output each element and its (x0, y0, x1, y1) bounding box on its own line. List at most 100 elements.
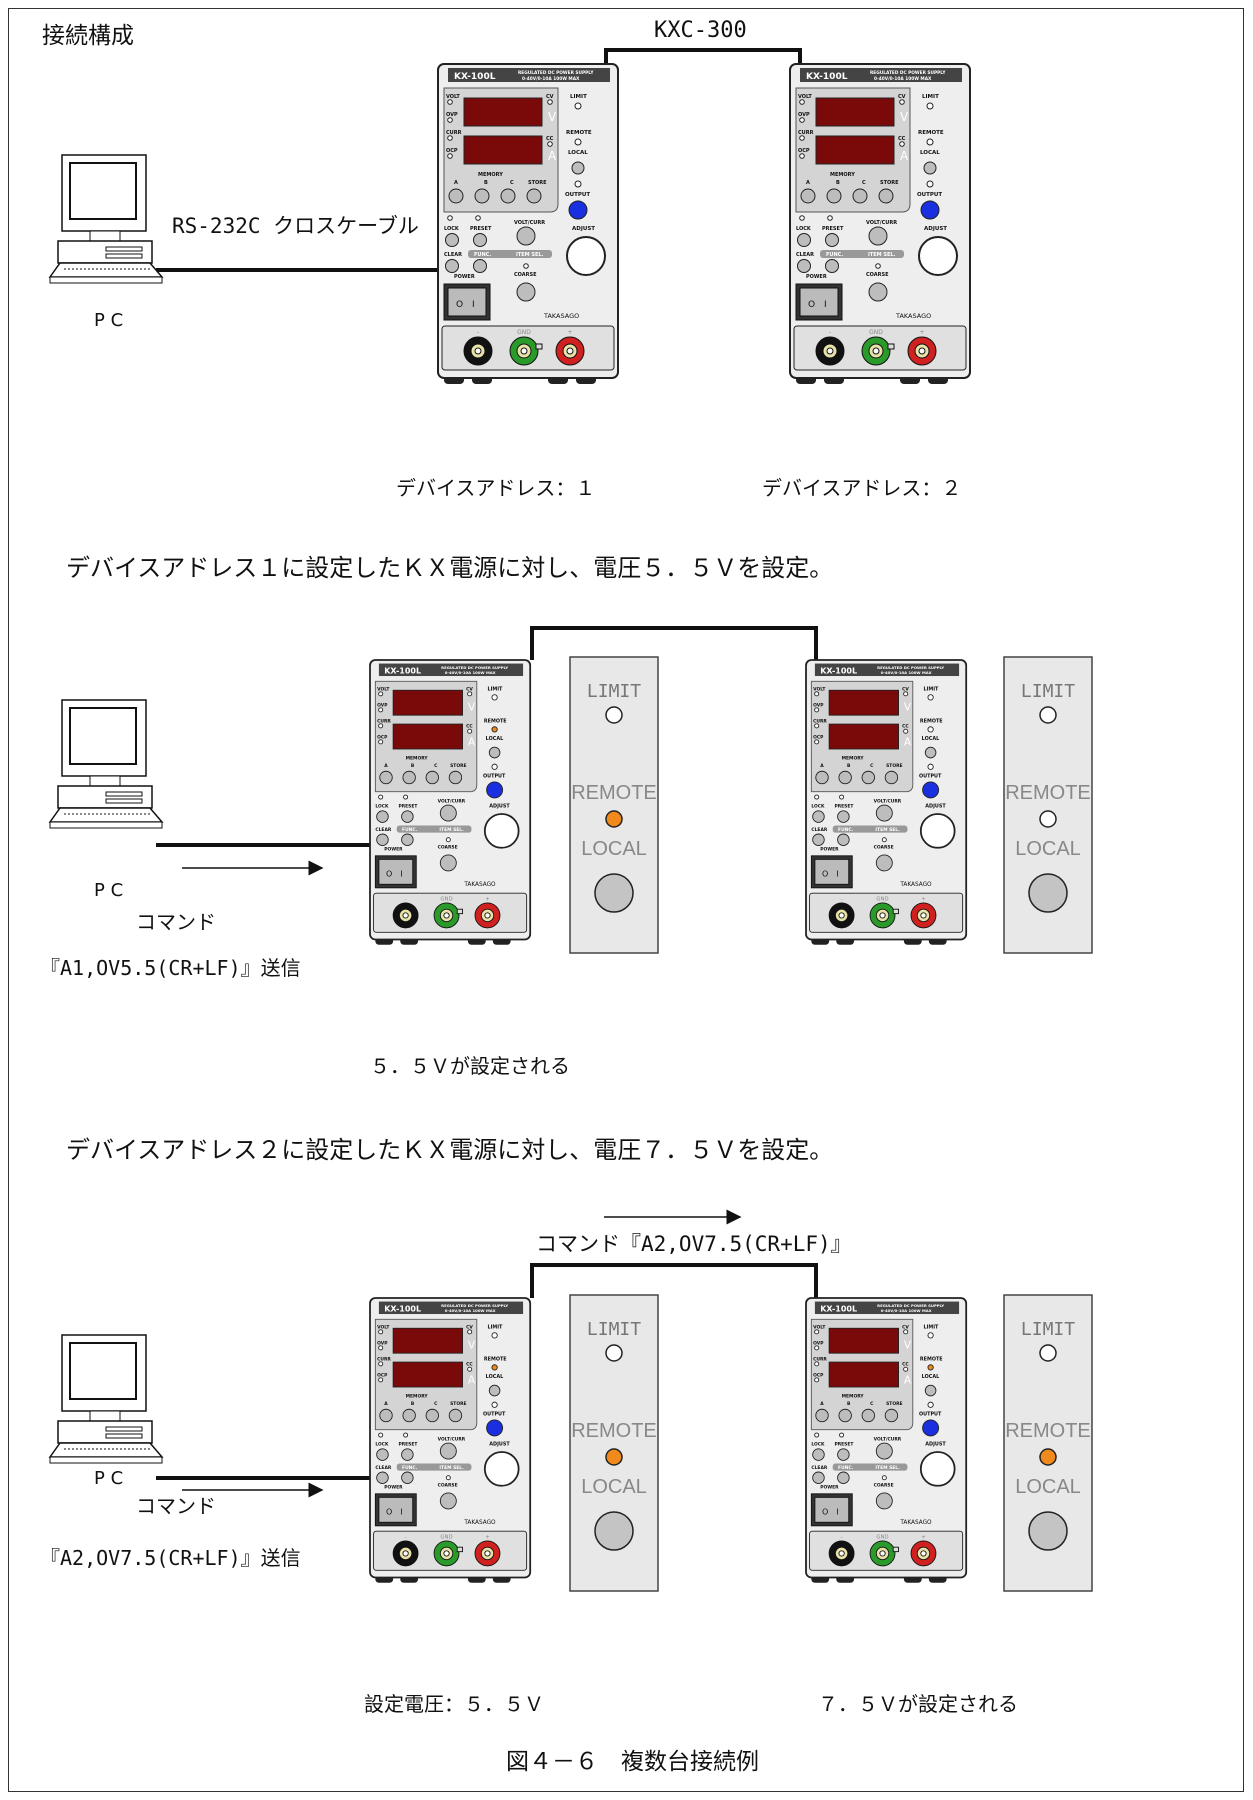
coarse-button[interactable] (868, 282, 888, 302)
lock-preset-button[interactable] (445, 233, 459, 247)
clear-func-button[interactable] (797, 259, 811, 273)
clear-func-button[interactable] (837, 1471, 850, 1485)
coarse-button[interactable] (875, 854, 893, 872)
lock-preset-button[interactable] (401, 1448, 414, 1461)
local-button[interactable] (488, 1384, 501, 1397)
memory-button[interactable] (815, 1408, 829, 1423)
memory-button[interactable] (838, 770, 852, 785)
output-button[interactable] (922, 1419, 940, 1437)
panel-local-button[interactable] (1028, 1511, 1068, 1551)
memory-button[interactable] (884, 1408, 899, 1423)
memory-button[interactable] (425, 770, 439, 785)
adjust-knob[interactable] (918, 236, 958, 276)
memory-button[interactable] (402, 770, 416, 785)
pc-1 (48, 154, 164, 284)
memory-button[interactable] (852, 188, 868, 204)
lock-preset-button[interactable] (837, 810, 850, 823)
coarse-button[interactable] (875, 1492, 893, 1510)
status-led (814, 691, 820, 697)
lock-preset-button[interactable] (797, 233, 811, 247)
lock-preset-button[interactable] (401, 810, 414, 823)
power-rocker[interactable] (447, 287, 487, 317)
output-button[interactable] (920, 200, 940, 220)
memory-button[interactable] (379, 1408, 393, 1423)
clear-func-button[interactable] (825, 259, 839, 273)
power-rocker[interactable] (378, 1496, 414, 1523)
psu-header (378, 1301, 524, 1315)
memory-button[interactable] (448, 188, 464, 204)
clear-func-button[interactable] (812, 1471, 825, 1485)
panel-local-button[interactable] (594, 1511, 634, 1551)
local-button[interactable] (924, 1384, 937, 1397)
lock-preset-button[interactable] (376, 1448, 389, 1461)
lock-preset-button[interactable] (473, 233, 487, 247)
memory-button[interactable] (800, 188, 816, 204)
memory-button[interactable] (838, 1408, 852, 1423)
memory-button[interactable] (448, 770, 463, 785)
psu-label: STORE (886, 763, 902, 769)
psu-label: OVP (798, 112, 810, 118)
psu-label: LOCAL (568, 150, 588, 156)
local-button[interactable] (924, 746, 937, 759)
output-button[interactable] (568, 200, 588, 220)
psu-label: VOLT/CURR (438, 1436, 466, 1442)
memory-button[interactable] (861, 770, 875, 785)
memory-button[interactable] (474, 188, 490, 204)
memory-button[interactable] (861, 1408, 875, 1423)
volt-curr-button[interactable] (875, 1442, 893, 1460)
psu-label: CURR (813, 718, 827, 724)
volt-curr-button[interactable] (439, 1442, 457, 1460)
psu-label: VOLT/CURR (438, 798, 466, 804)
memory-button[interactable] (878, 188, 894, 204)
panel-local-label: LOCAL (1015, 1476, 1081, 1498)
psu-label: CV (898, 94, 906, 100)
volt-curr-button[interactable] (516, 226, 536, 246)
local-button[interactable] (488, 746, 501, 759)
clear-func-button[interactable] (401, 833, 414, 847)
clear-func-button[interactable] (401, 1471, 414, 1485)
local-button[interactable] (923, 161, 937, 175)
memory-button[interactable] (815, 770, 829, 785)
memory-button[interactable] (500, 188, 516, 204)
clear-func-button[interactable] (376, 1471, 389, 1485)
memory-button[interactable] (379, 770, 393, 785)
adjust-knob[interactable] (566, 236, 606, 276)
memory-button[interactable] (826, 188, 842, 204)
output-button[interactable] (486, 781, 504, 799)
coarse-button[interactable] (439, 1492, 457, 1510)
output-button[interactable] (486, 1419, 504, 1437)
memory-button[interactable] (448, 1408, 463, 1423)
psu-label: CURR (813, 1356, 827, 1362)
power-rocker[interactable] (814, 1496, 850, 1523)
adjust-knob[interactable] (483, 813, 520, 849)
clear-func-button[interactable] (445, 259, 459, 273)
output-button[interactable] (922, 781, 940, 799)
volt-curr-button[interactable] (439, 804, 457, 822)
lock-preset-button[interactable] (376, 810, 389, 823)
lock-preset-button[interactable] (837, 1448, 850, 1461)
panel-local-button[interactable] (594, 873, 634, 913)
adjust-knob[interactable] (483, 1451, 520, 1487)
memory-button[interactable] (425, 1408, 439, 1423)
adjust-knob[interactable] (919, 813, 956, 849)
clear-func-button[interactable] (473, 259, 487, 273)
lock-preset-button[interactable] (825, 233, 839, 247)
lock-preset-button[interactable] (812, 810, 825, 823)
adjust-knob[interactable] (919, 1451, 956, 1487)
clear-func-button[interactable] (812, 833, 825, 847)
volt-curr-button[interactable] (868, 226, 888, 246)
clear-func-button[interactable] (376, 833, 389, 847)
panel-local-button[interactable] (1028, 873, 1068, 913)
coarse-button[interactable] (439, 854, 457, 872)
memory-button[interactable] (402, 1408, 416, 1423)
power-rocker[interactable] (378, 858, 414, 885)
power-rocker[interactable] (814, 858, 850, 885)
clear-func-button[interactable] (837, 833, 850, 847)
coarse-button[interactable] (516, 282, 536, 302)
memory-button[interactable] (884, 770, 899, 785)
lock-preset-button[interactable] (812, 1448, 825, 1461)
power-rocker[interactable] (799, 287, 839, 317)
memory-button[interactable] (526, 188, 542, 204)
local-button[interactable] (571, 161, 585, 175)
volt-curr-button[interactable] (875, 804, 893, 822)
